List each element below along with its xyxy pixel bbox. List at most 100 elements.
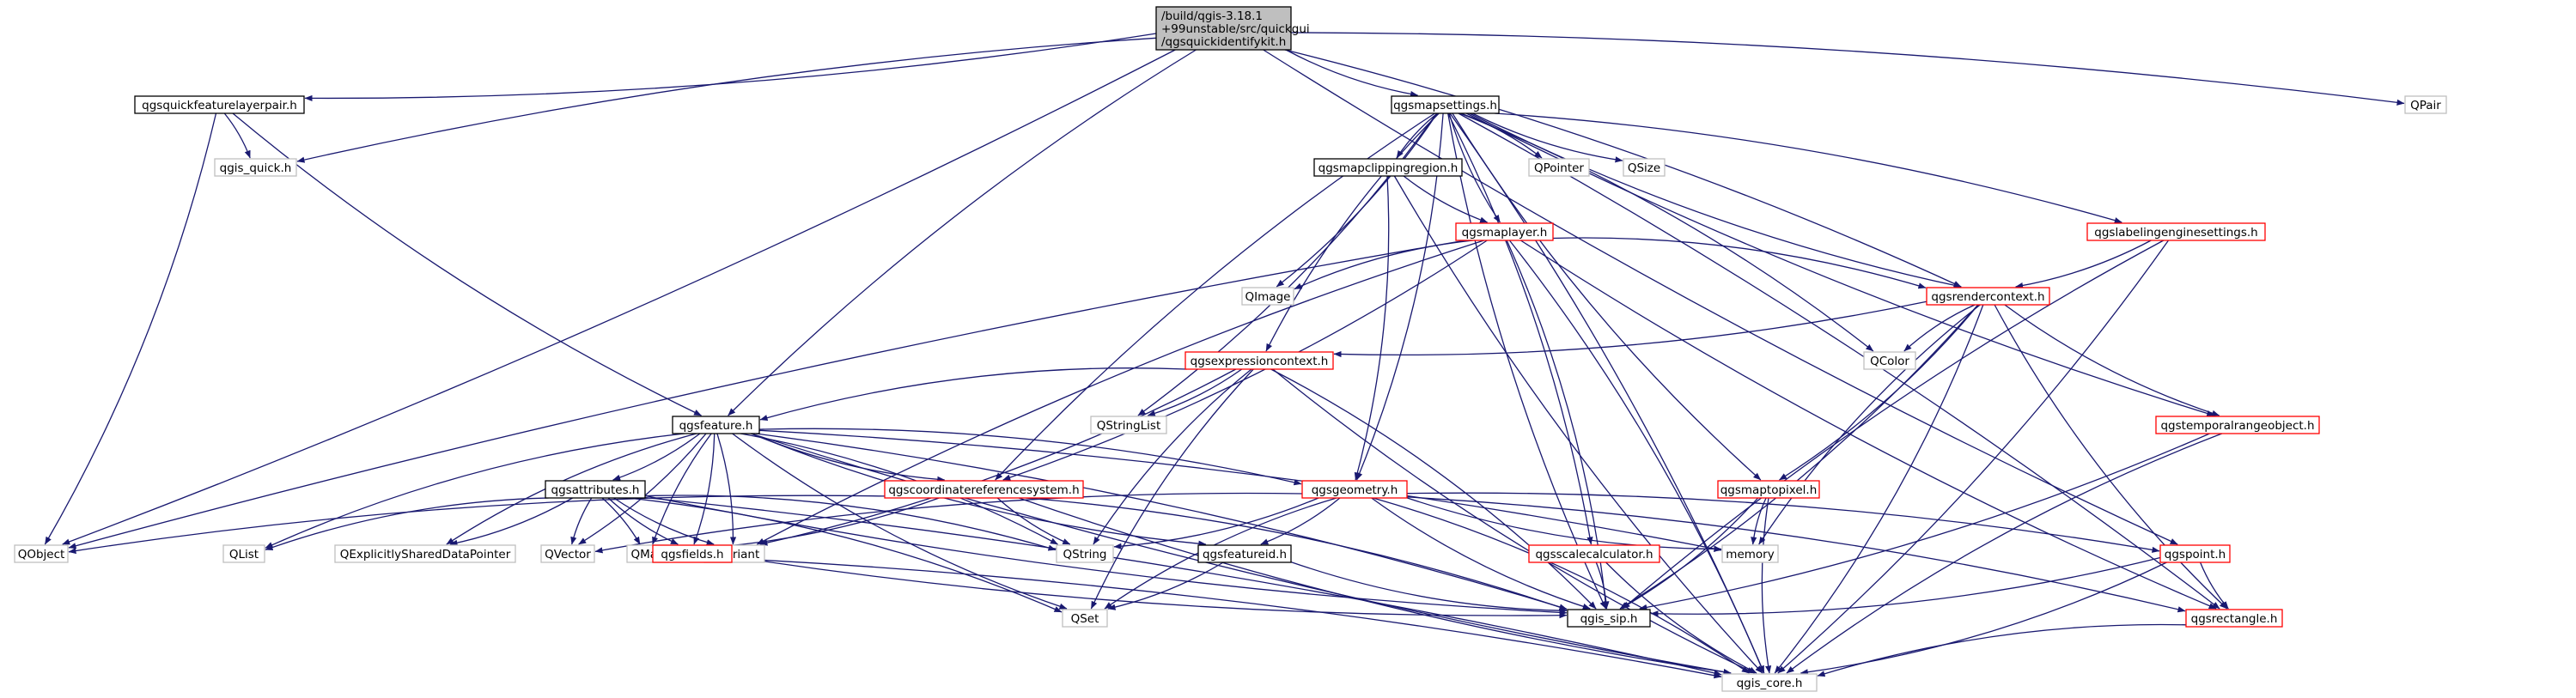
node-geometry[interactable]: qgsgeometry.h [1301,480,1408,499]
edge-point-to-sip [1650,556,2161,617]
node-label-qlist: QList [229,548,259,561]
node-feature[interactable]: qgsfeature.h [672,416,760,434]
edge-featureid-to-sip [1290,561,1568,614]
edge-point-to-core [1800,561,2167,676]
node-qpointer: QPointer [1528,158,1590,177]
node-box-memory [1721,544,1779,563]
edge-mapsettings-to-sip [1447,112,1607,610]
edge-clipping-to-maplayer [1403,175,1489,223]
edge-expr-to-qstringlist [1147,368,1243,416]
edge-feature-to-sip [755,433,1568,610]
edge-root-to-point [1263,49,2178,545]
node-qset: QSet [1062,609,1108,628]
edge-geometry-to-qvector [594,492,1303,554]
node-box-featureid [1197,544,1292,563]
edge-feature-to-qmap [652,433,712,545]
edge-render-to-temporal [2004,304,2220,416]
node-render[interactable]: qgsrendercontext.h [1926,287,2050,306]
node-box-expr [1184,351,1334,370]
node-box-qcolor [1863,351,1916,370]
edge-root-to-qgisquick [296,37,1157,163]
node-label-qset: QSet [1071,612,1099,626]
edge-pair-to-qobject [44,112,217,545]
edge-geometry-to-qstring [1113,497,1319,549]
node-label-qgisquick: qgis_quick.h [220,161,292,175]
edge-maplayer-to-render [1552,237,1927,289]
node-label-maplayer: qgsmaplayer.h [1462,226,1548,240]
edge-geometry-to-memory [1406,497,1722,553]
header-nodes: /build/qgis-3.18.1+99unstable/src/quickg… [14,6,2447,692]
node-qexplicit: QExplicitlySharedDataPointer [334,544,516,563]
edge-expr-to-sip [1270,368,1597,610]
node-maplayer[interactable]: qgsmaplayer.h [1455,222,1554,241]
edge-attributes-to-qmap [601,497,641,545]
node-expr[interactable]: qgsexpressioncontext.h [1184,351,1334,370]
edge-maplayer-to-core [1508,240,1765,674]
node-fields[interactable]: qgsfields.h [652,544,733,563]
edge-attributes-to-qstring [644,495,1057,551]
edge-feature-to-featureid [751,433,1207,547]
edge-maplayer-to-qimage [1294,240,1473,290]
edge-mapsettings-to-qcolor [1459,112,1874,352]
node-box-feature [672,416,760,434]
node-box-maptopixel [1717,480,1820,499]
node-sip[interactable]: qgis_sip.h [1567,609,1651,628]
node-box-qpointer [1528,158,1590,177]
node-label-pair: qgsquickfeaturelayerpair.h [142,99,297,112]
node-label-qsize: QSize [1628,161,1660,175]
edge-crs-to-qobject [68,495,886,555]
edge-attributes-to-qvariant [613,497,715,546]
edge-geometry-to-sip [1371,497,1591,610]
edge-mapsettings-to-qpointer [1460,112,1543,159]
node-mapsettings[interactable]: qgsmapsettings.h [1391,95,1500,114]
edge-feature-to-core [751,433,1732,676]
node-rectangle[interactable]: qgsrectangle.h [2185,609,2283,628]
node-label-geometry: qgsgeometry.h [1312,483,1398,497]
edge-feature-to-memory [758,429,1722,552]
edge-root-to-qobject [62,49,1176,545]
node-point[interactable]: qgspoint.h [2159,544,2231,563]
edge-render-to-qcolor [1903,304,1976,352]
node-scalecalc[interactable]: qgsscalecalculator.h [1528,544,1660,563]
node-box-rectangle [2185,609,2283,628]
edge-feature-to-qset [732,433,1068,610]
node-temporal[interactable]: qgstemporalrangeobject.h [2155,416,2320,434]
edge-attributes-to-qexplicit [449,497,573,546]
node-pair[interactable]: qgsquickfeaturelayerpair.h [134,95,305,114]
node-label-qvector: QVector [545,548,591,561]
edge-maplayer-to-qobject [68,240,1466,549]
edge-expr-to-qset [1090,368,1254,610]
edge-mapsettings-to-expr [1265,112,1440,352]
node-label-mapsettings: qgsmapsettings.h [1393,99,1497,112]
node-box-clipping [1313,158,1463,177]
node-label-qpair: QPair [2410,99,2441,112]
node-box-qstring [1056,544,1114,563]
node-box-qexplicit [334,544,516,563]
edge-mapsettings-to-clipping [1396,112,1438,159]
edge-geometry-to-rectangle [1406,496,2186,613]
node-box-fields [652,544,733,563]
edge-feature-to-qstring [740,433,1058,545]
node-labeling[interactable]: qgslabelingenginesettings.h [2086,222,2266,241]
edge-pair-to-qgisquick [223,112,251,159]
node-label-qpointer: QPointer [1534,161,1584,175]
node-qgisquick: qgis_quick.h [214,158,297,177]
node-qimage: QImage [1241,287,1294,306]
node-featureid[interactable]: qgsfeatureid.h [1197,544,1292,563]
edge-point-to-rectangle [2199,561,2229,610]
node-clipping[interactable]: qgsmapclippingregion.h [1313,158,1463,177]
node-label-qcolor: QColor [1870,355,1909,368]
node-maptopixel[interactable]: qgsmaptopixel.h [1717,480,1820,499]
node-box-qvector [540,544,595,563]
node-box-qlist [222,544,265,563]
edge-render-to-sip [1619,304,1979,610]
edge-rectangle-to-core [1817,623,2187,677]
dependency-edges [44,32,2405,679]
node-attributes[interactable]: qgsattributes.h [545,480,646,499]
edge-pair-to-feature [232,112,702,416]
node-label-fields: qgsfields.h [661,548,723,561]
edge-expr-to-qstring [1093,368,1252,545]
node-crs[interactable]: qgscoordinatereferencesystem.h [884,480,1084,499]
node-box-pair [134,95,305,114]
